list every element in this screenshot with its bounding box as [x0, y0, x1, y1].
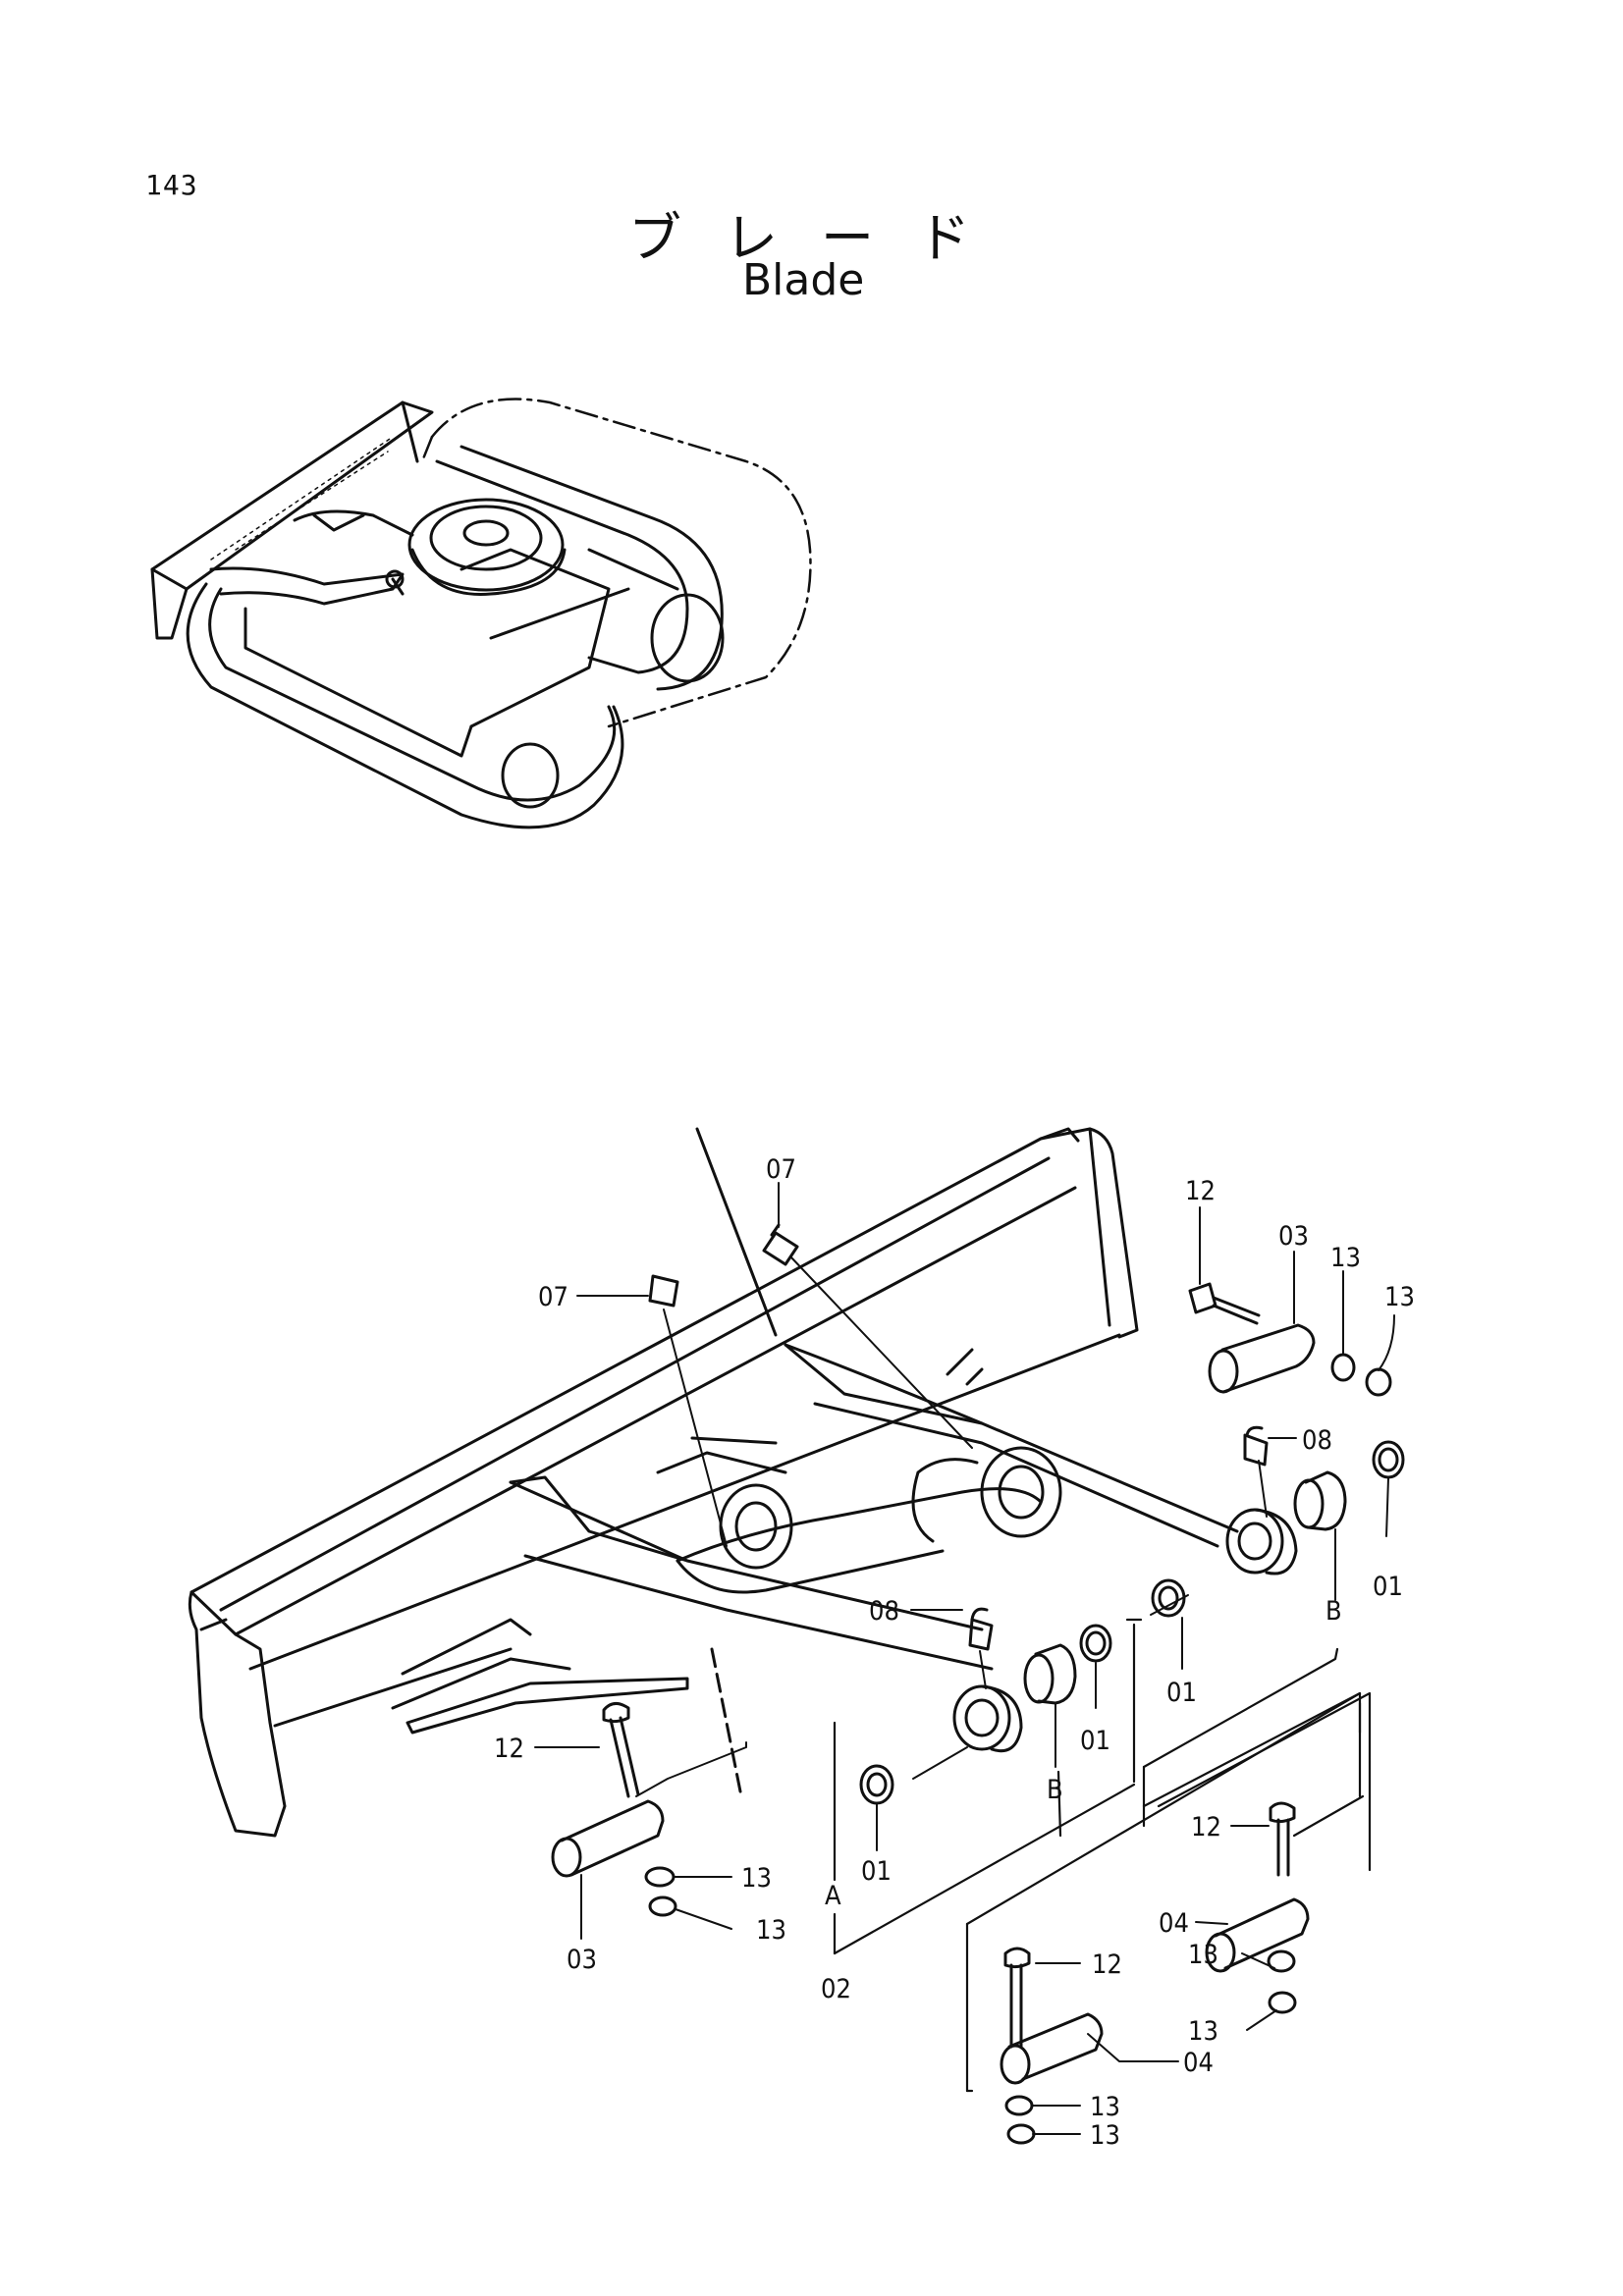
- callout-12-kit-left: 12: [1092, 1949, 1122, 1980]
- callout-01-right: 01: [1373, 1572, 1403, 1602]
- pin-04-kit-left: [1000, 2012, 1104, 2085]
- grease-fitting-07-upper: [762, 1223, 799, 1266]
- nut-13-kit-right-a: [1267, 1949, 1296, 1973]
- bolt-12-upper: [1188, 1282, 1261, 1325]
- nut-13-upper-a: [1330, 1353, 1356, 1382]
- callout-04-kit-left: 04: [1183, 2048, 1214, 2078]
- callout-03-left: 03: [567, 1945, 597, 1975]
- callout-13-kit-right-a: 13: [1188, 1940, 1218, 1970]
- nut-13-kit-right-b: [1268, 1991, 1297, 2014]
- washer-01-right: [1372, 1440, 1405, 1479]
- grease-fitting-07-left: [648, 1274, 679, 1308]
- nut-13-kit-left-b: [1006, 2123, 1036, 2145]
- callout-01-left-b: 01: [1080, 1726, 1110, 1756]
- callout-01-mid: 01: [1166, 1678, 1197, 1708]
- callout-13-left-b: 13: [756, 1915, 786, 1946]
- callout-13-upper-a: 13: [1330, 1243, 1361, 1273]
- pin-03-upper: [1208, 1323, 1316, 1394]
- callout-01-bottom: 01: [861, 1856, 892, 1887]
- callout-13-upper-b: 13: [1384, 1282, 1415, 1312]
- leader-lines: [534, 1182, 1395, 2135]
- callout-12-upper: 12: [1185, 1176, 1216, 1206]
- nut-13-left-a: [644, 1866, 676, 1888]
- page-title-english: Blade: [742, 255, 865, 305]
- washer-01-bottom: [859, 1764, 894, 1805]
- grease-fitting-08-right: [1243, 1425, 1269, 1467]
- nut-13-kit-left-a: [1004, 2095, 1034, 2116]
- callout-13-left-a: 13: [741, 1863, 772, 1894]
- bushing-b-left: [1023, 1643, 1077, 1705]
- bolt-12-kit-left: [1003, 1947, 1031, 2049]
- callout-13-kit-left-b: 13: [1090, 2120, 1120, 2151]
- page-number: 143: [145, 169, 198, 201]
- grease-fitting-08-left: [968, 1607, 994, 1651]
- callout-b-left: B: [1047, 1775, 1063, 1805]
- bolt-12-kit-right: [1269, 1801, 1296, 1877]
- callout-07-left: 07: [538, 1282, 568, 1312]
- nut-13-upper-b: [1365, 1367, 1392, 1397]
- callout-a: A: [825, 1881, 841, 1911]
- callout-08-right: 08: [1302, 1425, 1332, 1456]
- callout-12-left: 12: [494, 1734, 524, 1764]
- callout-04-kit-right: 04: [1159, 1908, 1189, 1939]
- callout-b-right: B: [1325, 1596, 1342, 1627]
- callout-07-upper: 07: [766, 1154, 796, 1185]
- callout-13-kit-left-a: 13: [1090, 2092, 1120, 2122]
- callout-13-kit-right-b: 13: [1188, 2016, 1218, 2047]
- group-brackets: [833, 1618, 1372, 2093]
- blade-assembly-illustration: [188, 1127, 1298, 1838]
- nut-13-left-b: [648, 1896, 677, 1917]
- bushing-b-right: [1293, 1470, 1347, 1531]
- bolt-12-left: [602, 1702, 640, 1798]
- washer-01-left-b: [1079, 1624, 1112, 1663]
- page-title-japanese: ブレード: [628, 207, 1013, 269]
- callout-08-left: 08: [869, 1596, 899, 1627]
- callout-12-kit-right: 12: [1191, 1812, 1221, 1842]
- callout-02: 02: [821, 1974, 851, 2004]
- pin-03-left: [551, 1799, 665, 1878]
- pin-04-kit-right: [1205, 1897, 1310, 1973]
- callout-03-upper: 03: [1278, 1221, 1309, 1252]
- undercarriage-overview-illustration: [150, 398, 812, 829]
